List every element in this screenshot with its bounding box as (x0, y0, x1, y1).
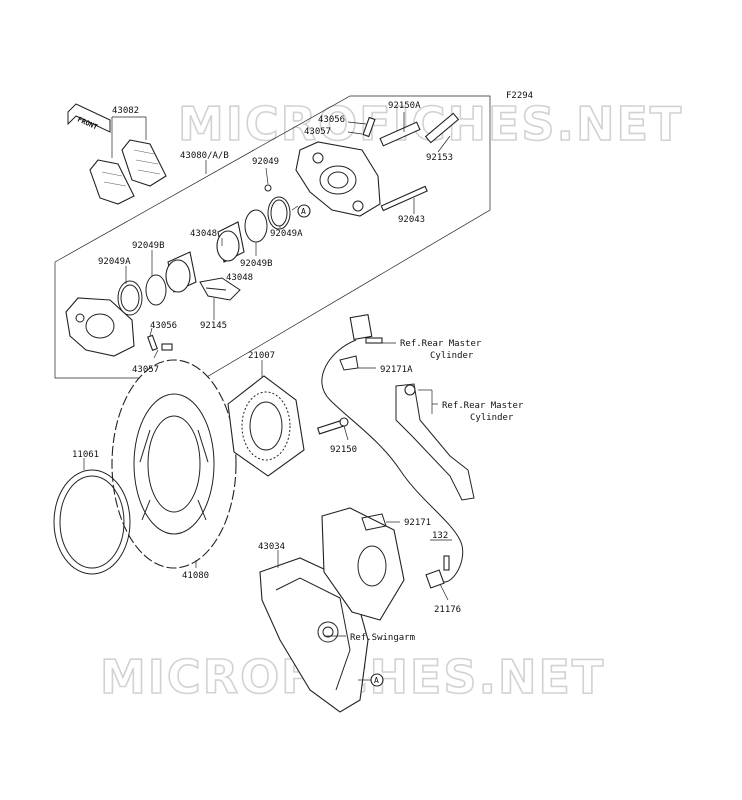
label-43048-top: 43048 (190, 229, 217, 239)
label-92043: 92043 (398, 215, 425, 225)
bolt-92150a (379, 121, 421, 147)
svg-text:A: A (374, 676, 379, 685)
label-21176: 21176 (434, 605, 461, 615)
leader-lines (83, 112, 452, 681)
ref-master-1-line1: Ref.Rear Master (400, 339, 482, 349)
bolt-92153 (424, 112, 460, 144)
ref-master-2-line1: Ref.Rear Master (442, 401, 524, 411)
label-92049a-left: 92049A (98, 257, 131, 267)
caliper-body-left (65, 297, 135, 357)
bleeder-valve (362, 116, 376, 138)
label-43056-low: 43056 (150, 321, 177, 331)
label-43057-low: 43057 (132, 365, 159, 375)
label-43057-top: 43057 (304, 127, 331, 137)
piston-lower (165, 251, 197, 293)
seal-lower-2 (117, 280, 143, 316)
callout-a-top: A (297, 204, 311, 218)
label-41080: 41080 (182, 571, 209, 581)
label-92049b-top: 92049B (132, 241, 165, 251)
label-92049b-right: 92049B (240, 259, 273, 269)
label-92145: 92145 (200, 321, 227, 331)
bolt-92150 (317, 417, 349, 435)
label-43080: 43080/A/B (180, 151, 229, 161)
label-92049: 92049 (252, 157, 279, 167)
watermark-top: MICROFICHES.NET (178, 97, 683, 151)
seal-lower-1 (145, 274, 167, 306)
caliper-assembled (321, 507, 405, 621)
label-43034: 43034 (258, 542, 285, 552)
label-21007: 21007 (248, 351, 275, 361)
ref-master-2-line2: Cylinder (470, 413, 514, 423)
caliper-body-main (295, 141, 381, 217)
master-cylinder-bracket (395, 383, 475, 501)
front-arrow-icon: FRONT (67, 103, 111, 133)
bolt-ref-master-1 (365, 337, 383, 344)
label-11061: 11061 (72, 450, 99, 460)
label-92150a: 92150A (388, 101, 421, 111)
svg-text:A: A (301, 207, 306, 216)
label-92049a-right: 92049A (270, 229, 303, 239)
sensor-21176 (425, 555, 450, 589)
caliper-assembly-frame (54, 95, 491, 379)
label-43056-top: 43056 (318, 115, 345, 125)
label-92171a: 92171A (380, 365, 413, 375)
bleeder-lower (147, 334, 173, 351)
label-92153: 92153 (426, 153, 453, 163)
gasket-11061 (53, 469, 131, 575)
pad-spring-92145 (199, 277, 241, 301)
seal-upper-2 (244, 209, 268, 243)
abs-sensor-cable (321, 313, 464, 583)
pin-92043 (380, 185, 428, 212)
label-43082: 43082 (112, 106, 139, 116)
label-92171: 92171 (404, 518, 431, 528)
clamp-92171 (361, 513, 387, 531)
oring-92049 (264, 184, 272, 192)
sensor-rotor-21007 (227, 375, 305, 477)
ref-swingarm: Ref.Swingarm (350, 633, 415, 643)
label-132: 132 (432, 531, 448, 541)
seal-upper-1 (267, 196, 291, 230)
label-43048-mid: 43048 (226, 273, 253, 283)
callout-a-bottom: A (370, 673, 384, 687)
figure-code: F2294 (506, 91, 533, 101)
brake-disc-41080 (111, 359, 237, 569)
brake-pads (89, 139, 167, 205)
piston-upper (216, 221, 245, 263)
ref-master-1-line2: Cylinder (430, 351, 474, 361)
label-92150: 92150 (330, 445, 357, 455)
clamp-92171a (339, 355, 359, 371)
